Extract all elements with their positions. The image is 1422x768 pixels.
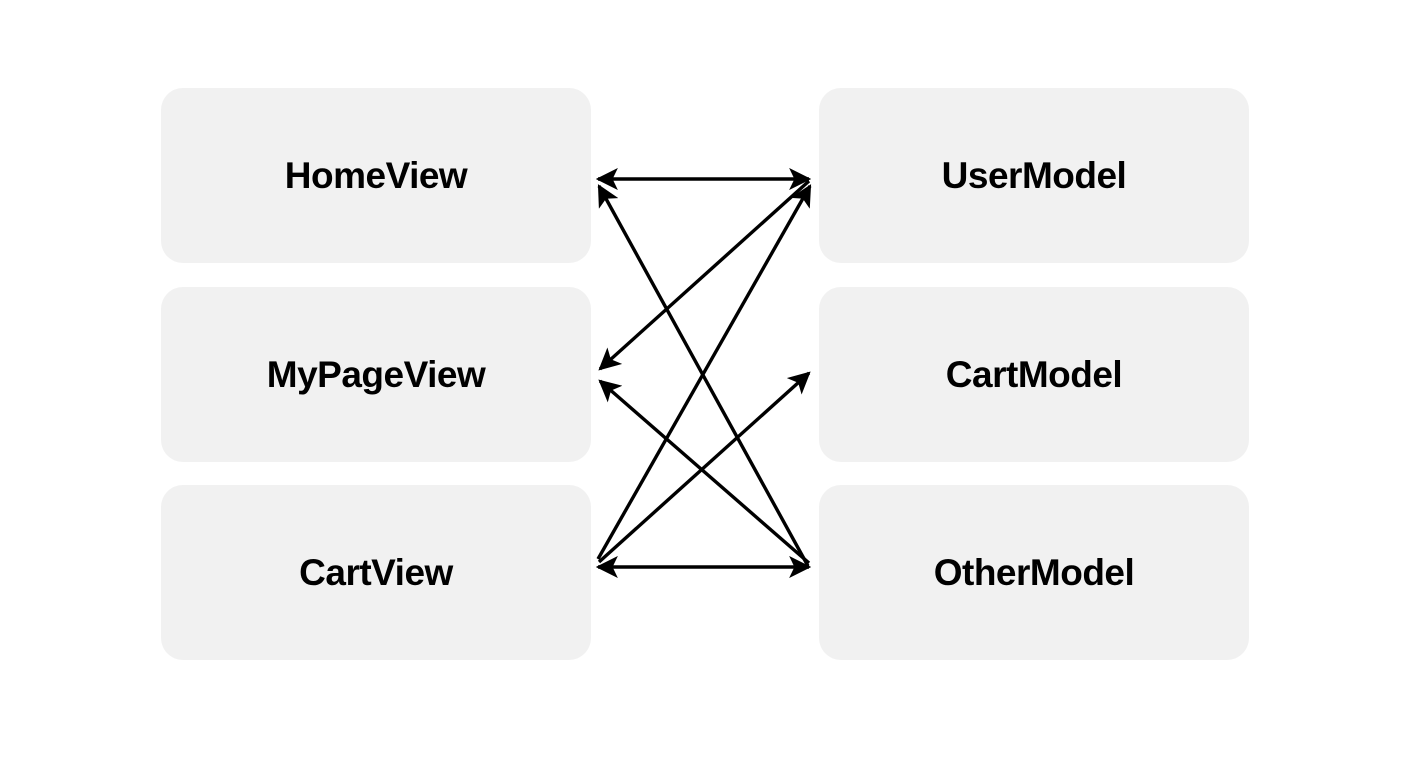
node-usermodel[interactable]: UserModel — [819, 88, 1249, 263]
node-label-othermodel: OtherModel — [933, 552, 1135, 593]
node-label-usermodel: UserModel — [941, 155, 1127, 196]
edge-cartview-usermodel — [596, 184, 812, 560]
edge-othermodel-mypageview — [598, 379, 811, 565]
node-label-mypageview: MyPageView — [266, 354, 486, 395]
node-mypageview[interactable]: MyPageView — [161, 287, 591, 462]
edge-usermodel-mypageview — [598, 179, 811, 371]
edge-othermodel-homeview — [597, 184, 810, 567]
node-label-cartmodel: CartModel — [945, 354, 1123, 395]
node-homeview[interactable]: HomeView — [161, 88, 591, 263]
edge-cartview-cartmodel — [597, 371, 811, 564]
node-label-cartview: CartView — [299, 552, 453, 593]
node-cartview[interactable]: CartView — [161, 485, 591, 660]
node-cartmodel[interactable]: CartModel — [819, 287, 1249, 462]
node-othermodel[interactable]: OtherModel — [819, 485, 1249, 660]
node-label-homeview: HomeView — [284, 155, 468, 196]
